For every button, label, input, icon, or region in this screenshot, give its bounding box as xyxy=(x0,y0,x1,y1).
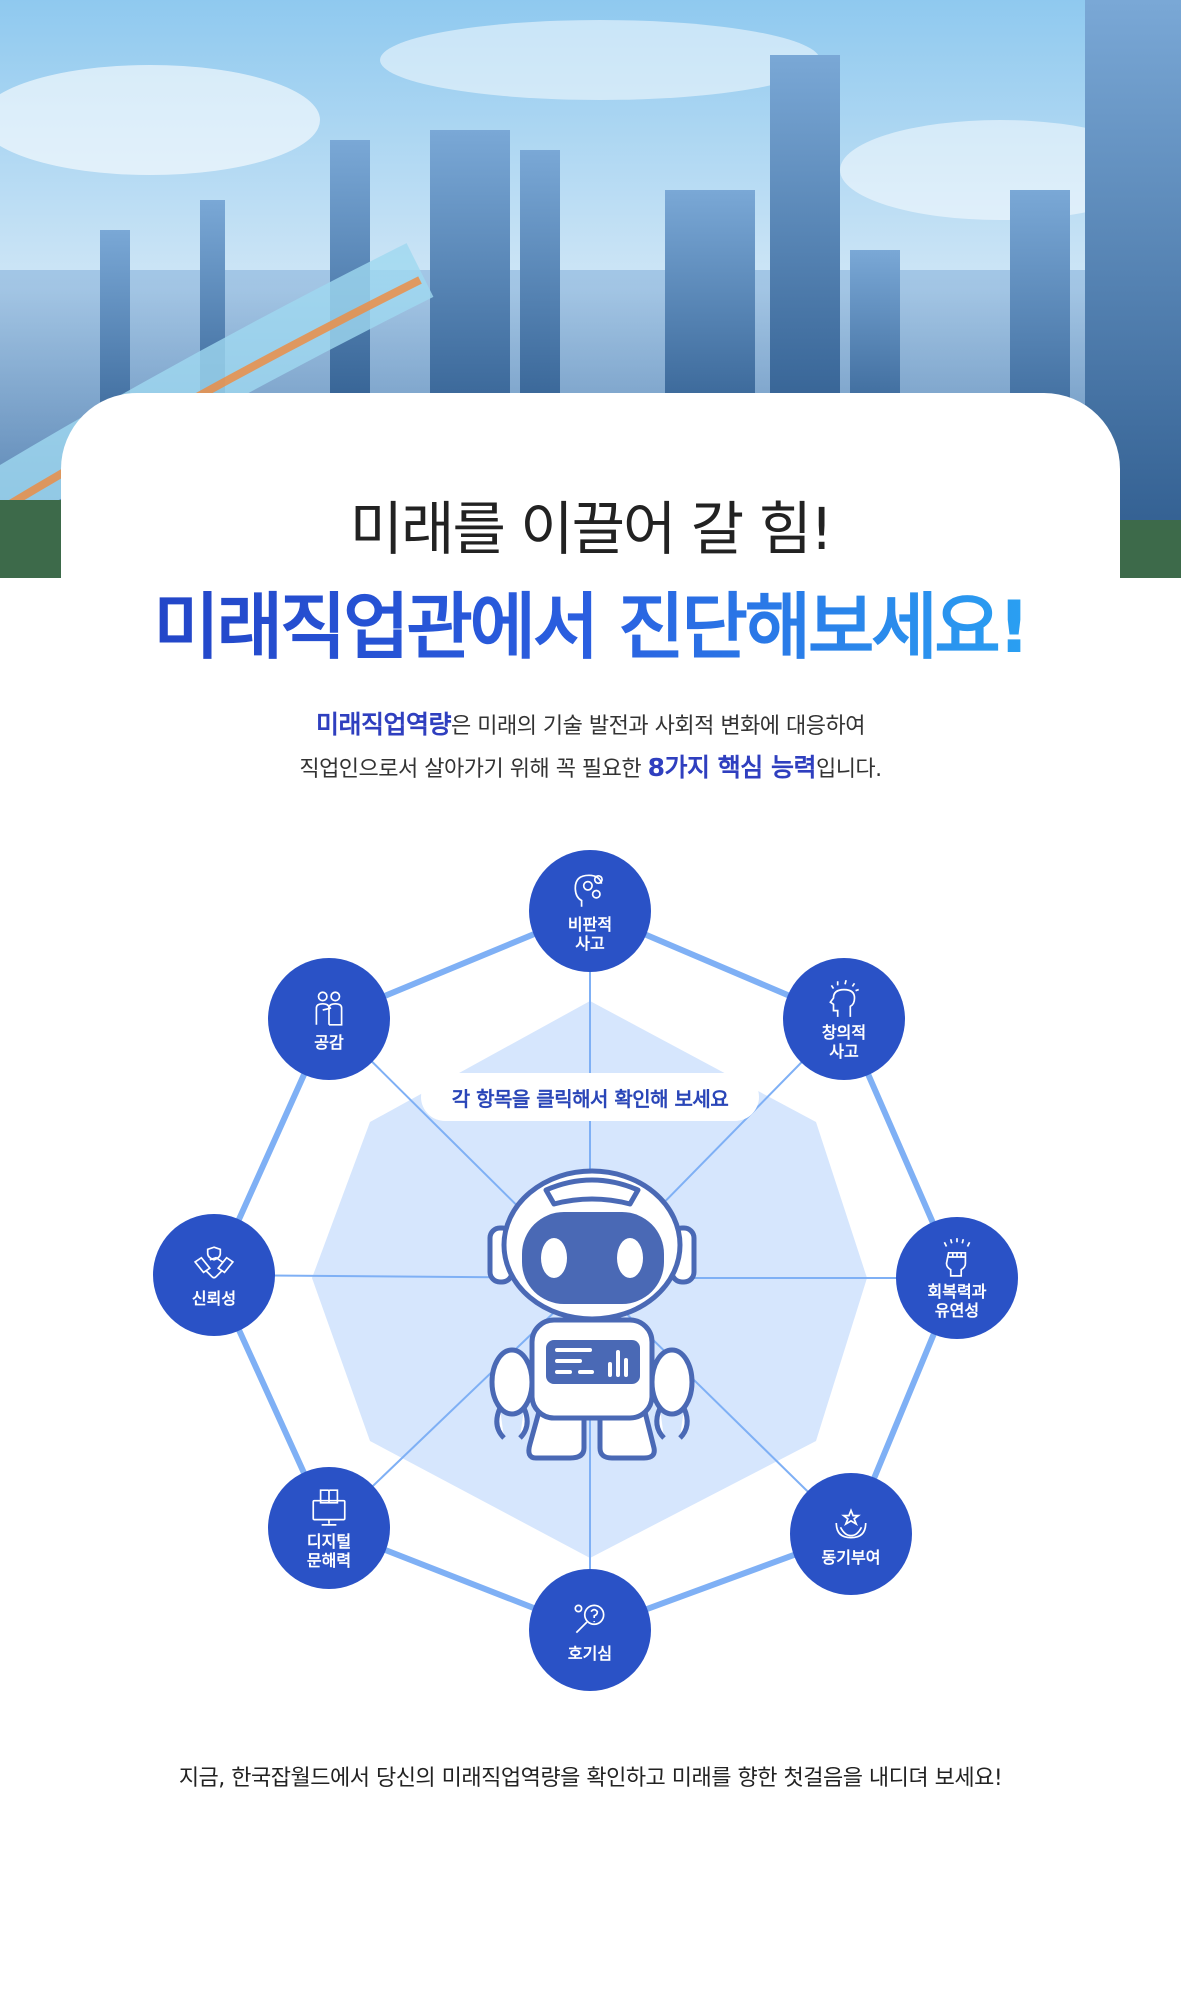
intro-text: 미래직업역량은 미래의 기술 발전과 사회적 변화에 대응하여 직업인으로서 살… xyxy=(299,710,882,782)
call-to-action-text: 지금, 한국잡월드에서 당신의 미래직업역량을 확인하고 미래를 향한 첫걸음을… xyxy=(178,1766,1003,1791)
handshake-icon xyxy=(193,1245,235,1278)
competency-curiosity[interactable]: 호기심 xyxy=(529,1569,651,1691)
magnifier-question-icon xyxy=(574,1604,605,1633)
robot-mascot xyxy=(487,1168,697,1461)
competency-empathy[interactable]: 공감 xyxy=(268,958,390,1080)
content-card xyxy=(61,393,1120,793)
headline: 미래를 이끌어 갈 힘! xyxy=(349,495,833,563)
click-prompt: 각 항목을 클릭해서 확인해 보세요 xyxy=(421,1073,759,1121)
two-people-icon xyxy=(315,990,343,1026)
head-gears-icon xyxy=(574,874,603,907)
monitor-book-icon xyxy=(312,1489,346,1526)
subheadline: 미래직업관에서 진단해보세요! xyxy=(153,585,1030,669)
hands-star-icon xyxy=(835,1507,867,1539)
creative-head-icon xyxy=(829,979,859,1017)
highlight-term: 미래직업역량 xyxy=(315,710,452,739)
competency-reliability[interactable]: 신뢰성 xyxy=(153,1214,275,1336)
competency-motivation[interactable]: 동기부여 xyxy=(790,1473,912,1595)
highlight-count: 8가지 핵심 능력 xyxy=(647,753,817,782)
raised-fist-icon xyxy=(943,1238,971,1277)
